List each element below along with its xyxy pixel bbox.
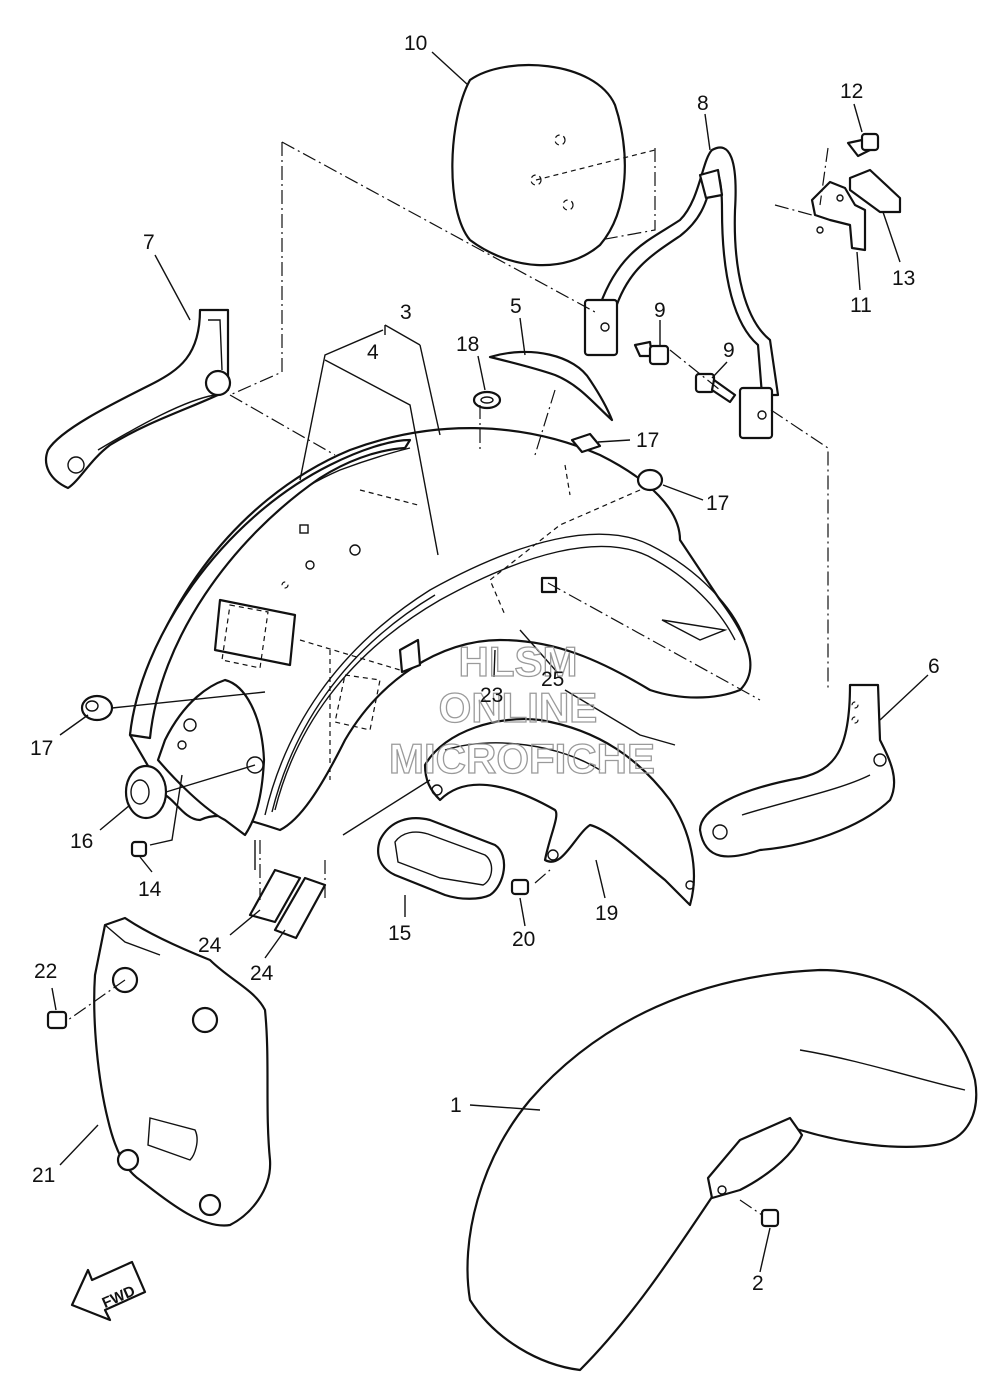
watermark-line1: HLSM xyxy=(459,638,578,685)
part-washer xyxy=(472,390,502,410)
part-grommet-16 xyxy=(124,764,168,820)
fwd-arrow-icon: FWD xyxy=(70,1260,147,1322)
part-screw-2 xyxy=(760,1208,780,1228)
part-bolt-14 xyxy=(130,840,148,858)
callout-17c: 17 xyxy=(30,737,53,760)
callout-25: 25 xyxy=(541,668,564,691)
part-inner-plate xyxy=(156,678,266,837)
watermark-line3: MICROFICHE xyxy=(389,735,655,782)
callout-24b: 24 xyxy=(250,962,274,985)
part-screw-20 xyxy=(510,878,530,896)
callout-17b: 17 xyxy=(706,492,729,515)
group-bracket-4 xyxy=(324,359,439,556)
part-right-side-stay xyxy=(698,683,896,858)
callout-11: 11 xyxy=(850,294,872,317)
callout-6: 6 xyxy=(928,655,940,678)
callout-13: 13 xyxy=(892,267,915,290)
leader-lines xyxy=(51,51,929,1273)
part-bolt-22 xyxy=(46,1010,68,1030)
callout-15: 15 xyxy=(388,922,411,945)
watermark-line2: ONLINE xyxy=(439,684,598,731)
callout-3: 3 xyxy=(400,301,412,324)
callout-5: 5 xyxy=(510,295,522,318)
callout-12: 12 xyxy=(840,80,863,103)
callout-22: 22 xyxy=(34,960,57,983)
callout-9a: 9 xyxy=(654,299,666,322)
callout-9b: 9 xyxy=(723,339,735,362)
group-bracket-25 xyxy=(342,689,676,836)
callout-4: 4 xyxy=(367,341,379,364)
callout-7: 7 xyxy=(143,231,155,254)
part-bolt-12 xyxy=(846,132,880,158)
callout-14: 14 xyxy=(138,878,162,901)
part-bolt-9a xyxy=(633,340,670,366)
callout-1: 1 xyxy=(450,1094,462,1117)
callout-20: 20 xyxy=(512,928,535,951)
part-fender-trim xyxy=(128,438,412,740)
callout-8: 8 xyxy=(697,92,709,115)
assembly-lines xyxy=(67,141,829,1216)
group-bracket-3 xyxy=(299,324,441,481)
part-inner-fender xyxy=(423,718,696,907)
part-rubber-pad xyxy=(848,168,902,214)
part-grommet-17b xyxy=(636,468,664,492)
part-backrest-frame xyxy=(583,146,780,440)
part-trim-strip xyxy=(488,350,614,422)
callout-10: 10 xyxy=(404,32,427,55)
callouts: 1 2 3 4 5 6 7 8 9 9 10 11 12 13 14 15 16… xyxy=(30,32,940,1295)
part-backrest-pad xyxy=(451,64,656,267)
part-rear-cover xyxy=(93,916,272,1227)
part-reflector xyxy=(377,817,506,900)
watermark: HLSM ONLINE MICROFICHE xyxy=(388,637,655,782)
callout-23: 23 xyxy=(480,684,503,707)
callout-17a: 17 xyxy=(636,429,659,452)
callout-18: 18 xyxy=(456,333,479,356)
callout-19: 19 xyxy=(595,902,618,925)
part-bracket xyxy=(810,180,867,252)
callout-24a: 24 xyxy=(198,934,222,957)
callout-16: 16 xyxy=(70,830,93,853)
callout-21: 21 xyxy=(32,1164,55,1187)
part-front-fender xyxy=(466,968,978,1372)
part-grommet-17a xyxy=(570,432,602,454)
callout-2: 2 xyxy=(752,1272,764,1295)
part-left-side-stay xyxy=(44,308,232,490)
part-rear-fender xyxy=(128,426,752,832)
part-bolt-9b xyxy=(694,372,737,404)
part-tape-24a xyxy=(248,868,302,924)
